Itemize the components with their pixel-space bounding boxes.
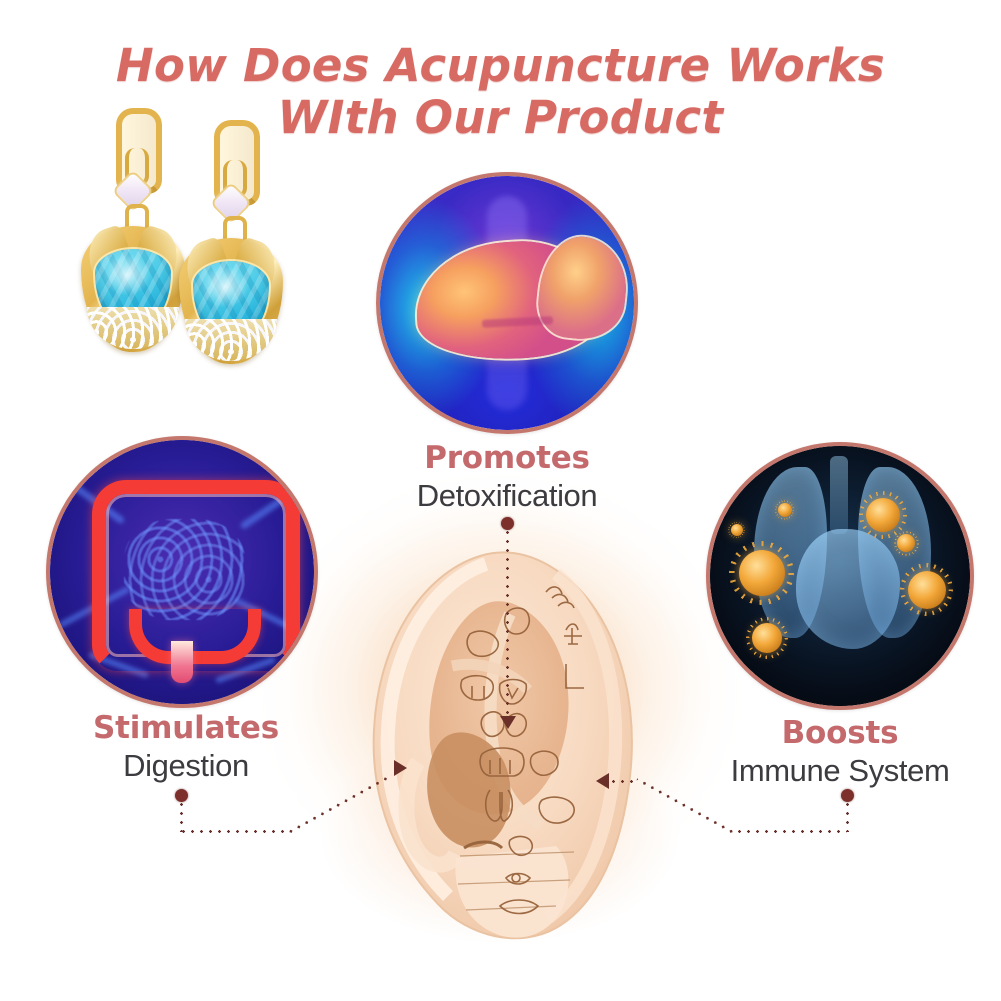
trachea [829, 456, 848, 535]
benefit-headline: Promotes [424, 440, 590, 476]
benefit-subject: Detoxification [416, 478, 598, 513]
connector-line-immune-horizontal [735, 829, 847, 834]
page-title: How Does Acupuncture Works WIth Our Prod… [0, 40, 1001, 144]
acupoint-hand-icon [564, 623, 582, 645]
connector-knob-digestion [175, 789, 188, 802]
virus-particle-icon [866, 498, 900, 532]
earring-left [78, 108, 188, 358]
acupoint-shoulder-icon [466, 630, 500, 658]
digestive-system-image [46, 436, 318, 708]
benefit-headline: Stimulates [93, 710, 279, 746]
ear-tragus [398, 757, 464, 873]
acupoint-nose-icon [508, 835, 534, 857]
virus-particle-icon [897, 534, 916, 553]
immune-system-inner [710, 446, 970, 706]
connector-knob-detox [501, 517, 514, 530]
liver-scan-image [376, 172, 638, 434]
connector-line-immune-inner [609, 779, 639, 784]
earring-pave-stones [185, 318, 277, 362]
page-title-line-2: WIth Our Product [277, 91, 724, 144]
connector-arrow-detox [500, 716, 516, 729]
colon-outline [92, 479, 300, 672]
benefit-label-digestion: Stimulates Digestion [36, 710, 336, 785]
earring-drop [179, 235, 283, 364]
liver-scan-inner [380, 176, 634, 430]
benefit-headline: Boosts [781, 715, 899, 751]
virus-particle-icon [738, 550, 785, 596]
connector-arrow-digestion [394, 760, 407, 776]
auricular-acupuncture-ear-chart [372, 551, 633, 940]
immune-system-image [706, 442, 974, 710]
acupoint-knee-icon [565, 664, 584, 689]
sigmoid-colon [129, 608, 261, 665]
benefit-label-immune-system: Boosts Immune System [690, 715, 990, 790]
acupoint-mouth-icon [498, 899, 540, 915]
acupoint-glyphs [460, 586, 584, 915]
lobe-divider [465, 905, 557, 911]
connector-line-digestion-vertical [179, 800, 184, 832]
ear-crus [450, 658, 533, 694]
connector-line-detox-vertical [505, 528, 510, 718]
virus-particle-icon [907, 570, 946, 609]
acupoint-intestine-icon [479, 747, 525, 777]
acupoint-lung-icon [484, 789, 514, 822]
acupoint-liver-icon [538, 796, 575, 824]
acupoint-eye-icon [504, 872, 532, 885]
ear-helix-rim-outer [544, 568, 623, 924]
benefit-label-detoxification: Promotes Detoxification [357, 440, 657, 515]
page-title-line-1: How Does Acupuncture Works [116, 39, 885, 92]
earring-pave-stones [87, 306, 179, 350]
virus-particle-icon [751, 622, 782, 653]
digestive-system-inner [50, 440, 314, 704]
ear-lobe [455, 846, 569, 938]
benefit-subject: Immune System [730, 753, 950, 788]
small-intestine [123, 519, 246, 620]
connector-line-immune-vertical [845, 800, 850, 832]
acupoint-foot-icon [545, 586, 575, 609]
acupoint-pelvis-icon [460, 674, 494, 701]
virus-particle-icon [777, 503, 792, 518]
heart-organ [795, 529, 900, 649]
connector-arrow-immune [596, 773, 609, 789]
virus-particle-icon [730, 524, 743, 536]
rectum [171, 640, 193, 683]
benefit-subject: Digestion [123, 748, 249, 783]
connector-line-digestion-horizontal [179, 829, 287, 834]
acupoint-cheek-icon [463, 840, 504, 850]
earring-drop [81, 223, 185, 352]
earring-right [176, 120, 286, 370]
acupoint-bladder-icon [529, 750, 559, 777]
connector-knob-immune [841, 789, 854, 802]
